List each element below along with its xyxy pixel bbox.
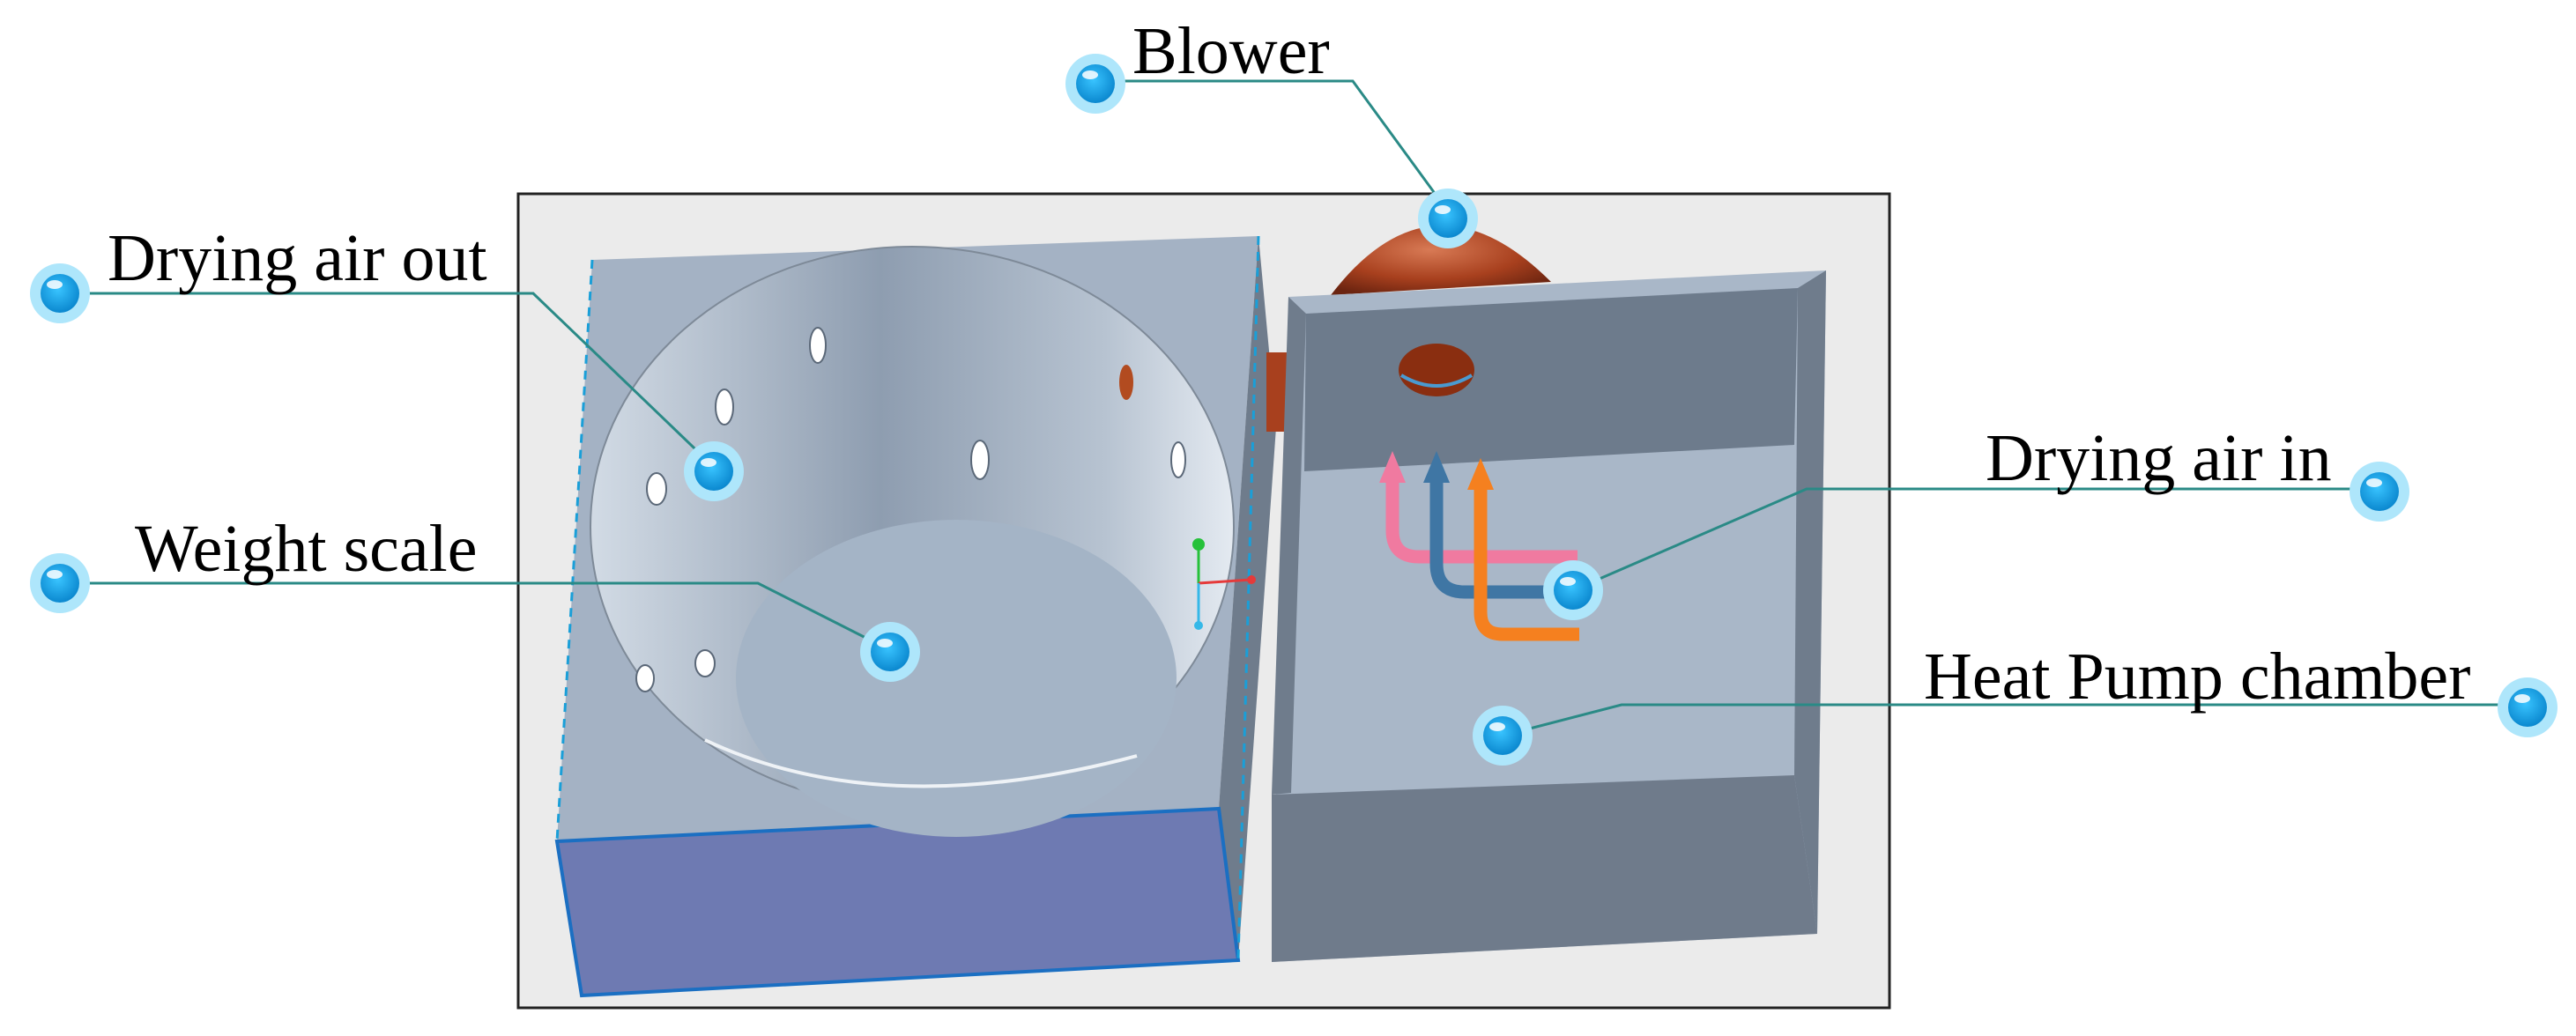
circle-marker-icon xyxy=(860,622,920,682)
leader-drying-air-out xyxy=(60,292,716,469)
up-arrow-icon xyxy=(1467,458,1494,490)
heat-pump-back-wall xyxy=(1304,288,1798,471)
bowl-rim-shadow xyxy=(704,738,1138,788)
air-hole xyxy=(1170,441,1186,478)
circle-marker-icon xyxy=(1473,706,1533,766)
circle-marker-icon xyxy=(2350,462,2409,522)
label-heat-pump-chamber: Heat Pump chamber xyxy=(1924,640,2471,714)
label-drying-air-out: Drying air out xyxy=(108,221,487,295)
markers xyxy=(30,54,2557,766)
leader-heat-pump-chamber xyxy=(1502,703,2528,737)
label-weight-scale: Weight scale xyxy=(135,512,478,586)
air-hole xyxy=(715,388,734,426)
circle-marker-icon xyxy=(1418,189,1478,248)
air-holes xyxy=(635,327,1186,692)
air-hole xyxy=(694,649,716,677)
circle-marker-icon xyxy=(30,553,90,613)
air-hole xyxy=(646,472,667,506)
drying-box-right-side xyxy=(1219,236,1276,960)
blower-opening xyxy=(1399,344,1474,396)
up-arrow-icon xyxy=(1379,451,1406,483)
circle-marker-icon xyxy=(684,441,744,501)
flow-arrow-orange xyxy=(1474,483,1579,641)
leader-drying-air-in xyxy=(1572,487,2379,592)
circle-marker-icon xyxy=(2498,677,2557,737)
axis-triad-icon xyxy=(1192,538,1256,630)
circle-marker-icon xyxy=(1065,54,1125,114)
selection-edge xyxy=(555,259,594,842)
blower-duct xyxy=(1266,352,1288,432)
flow-arrow-blue xyxy=(1429,476,1576,599)
circle-marker-icon xyxy=(30,263,90,323)
air-hole xyxy=(970,440,990,480)
airflow-arrows xyxy=(1385,476,1579,641)
flow-arrow-pink xyxy=(1385,476,1578,564)
leader-weight-scale xyxy=(60,581,891,652)
drying-box-front-face xyxy=(554,806,1241,998)
label-blower: Blower xyxy=(1132,14,1330,88)
selection-edge xyxy=(1236,235,1260,961)
air-hole xyxy=(635,664,655,692)
copper-hole xyxy=(1119,365,1133,400)
heat-pump-left-wall xyxy=(1272,297,1306,795)
leader-lines xyxy=(60,79,2528,737)
heat-pump-right-wall xyxy=(1794,270,1826,934)
blower-housing xyxy=(1331,226,1551,295)
weight-scale-plate xyxy=(736,520,1177,837)
label-drying-air-in: Drying air in xyxy=(1986,421,2332,495)
circle-marker-icon xyxy=(1543,560,1603,620)
heat-pump-front-wall xyxy=(1272,775,1817,962)
up-arrow-icon xyxy=(1423,451,1450,483)
leader-blower xyxy=(1095,79,1450,212)
air-hole xyxy=(809,327,827,364)
